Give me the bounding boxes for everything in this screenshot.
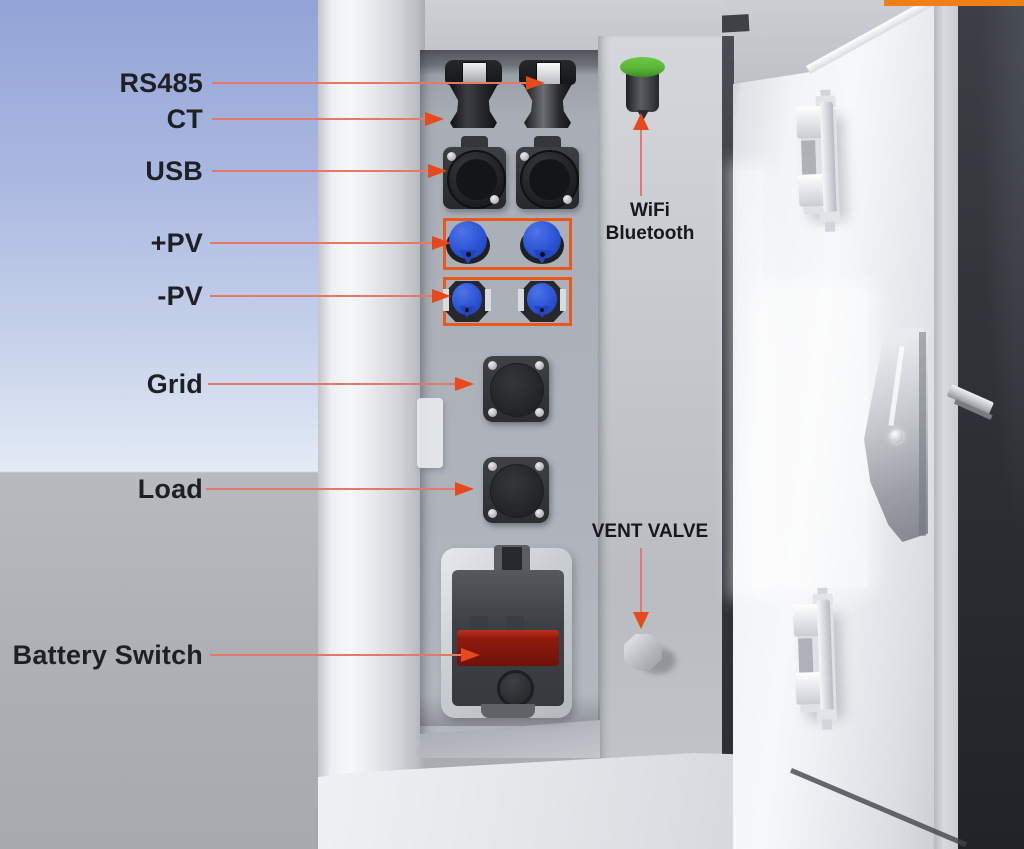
antenna-body	[626, 70, 659, 112]
latch-edge	[919, 332, 926, 536]
grid-port-cover	[490, 363, 544, 417]
usb-screw	[520, 152, 529, 161]
port-screw	[535, 361, 544, 370]
wifi-bluetooth-label: WiFi Bluetooth	[588, 199, 712, 245]
callout-label-rs485: RS485	[119, 68, 203, 98]
antenna-green-cap	[620, 57, 665, 77]
port-screw	[488, 509, 497, 518]
callout-line-pv-minus	[210, 295, 432, 297]
usb-port-1	[443, 136, 506, 210]
wifi-arrowhead	[633, 113, 649, 130]
orange-strip	[884, 0, 1024, 6]
pv-positive-connector-2	[520, 220, 564, 266]
door-gap	[722, 36, 734, 790]
pv-cap-tail	[533, 250, 551, 264]
latch-screw	[890, 430, 903, 443]
callout-line-battery-switch	[210, 654, 461, 656]
hinge-window	[801, 140, 817, 175]
pv-side-clip	[560, 289, 566, 311]
door-hinge-bottom	[791, 587, 844, 735]
hinge-pin-nub	[824, 221, 836, 232]
usb-port-2	[516, 136, 579, 210]
vent-arrow-line	[640, 548, 642, 612]
pv-positive-connector-1	[446, 220, 490, 266]
battery-switch	[441, 545, 572, 721]
port-screw	[535, 509, 544, 518]
wifi-label-line2: Bluetooth	[605, 223, 695, 244]
usb-screw	[563, 195, 572, 204]
callout-arrowhead-usb	[428, 164, 447, 178]
pv-negative-connector-2	[518, 280, 566, 322]
callout-label-usb: USB	[145, 156, 203, 186]
callout-arrowhead-ct	[425, 112, 444, 126]
callout-line-pv-plus	[210, 242, 432, 244]
callout-label-load: Load	[137, 474, 203, 504]
switch-knob	[497, 670, 534, 707]
pv-cap-tail	[459, 306, 475, 318]
pv-cap-tail	[459, 250, 477, 264]
usb-screw	[447, 152, 456, 161]
rs485-connector	[445, 60, 502, 128]
callout-arrowhead-pv-plus	[432, 236, 451, 250]
vent-valve-label: VENT VALVE	[591, 521, 709, 542]
door-latch	[864, 328, 928, 542]
switch-tab	[506, 616, 524, 634]
vent-arrowhead	[633, 612, 649, 629]
callout-arrowhead-battery-switch	[461, 648, 480, 662]
gland-body	[523, 84, 572, 128]
wifi-label-line1: WiFi	[630, 200, 670, 221]
switch-top-clip-inner	[502, 547, 522, 571]
switch-bottom-tab	[481, 704, 535, 718]
pv-side-clip	[485, 289, 491, 311]
callout-line-grid	[208, 383, 455, 385]
load-port	[483, 457, 549, 523]
callout-line-ct	[212, 118, 425, 120]
cable-flap	[417, 398, 443, 468]
load-port-cover	[490, 464, 544, 518]
callout-label-ct: CT	[166, 104, 203, 134]
pv-cap-dot	[540, 252, 545, 257]
gland-body	[449, 84, 498, 128]
callout-arrowhead-pv-minus	[432, 289, 451, 303]
pv-cap-dot	[466, 252, 471, 257]
door-hinge-top	[794, 89, 847, 237]
door-inner-panel	[762, 288, 868, 588]
callout-arrowhead-rs485	[526, 76, 545, 90]
hinge-window	[798, 638, 814, 673]
switch-tab	[470, 616, 488, 634]
callout-line-usb	[212, 170, 428, 172]
grid-port	[483, 356, 549, 422]
callout-label-pv-plus: +PV	[150, 228, 203, 258]
callout-label-pv-minus: -PV	[157, 281, 203, 311]
pv-side-clip	[518, 289, 524, 311]
pv-cap-dot	[540, 308, 544, 312]
pv-cap-dot	[465, 308, 469, 312]
wifi-arrow-line	[640, 130, 642, 196]
callout-label-battery-switch: Battery Switch	[12, 640, 203, 670]
vent-valve	[624, 634, 662, 670]
wifi-antenna	[620, 57, 665, 121]
ct-connector	[519, 60, 576, 128]
callout-line-load	[206, 488, 455, 490]
port-screw	[488, 361, 497, 370]
hinge-pin-nub	[821, 719, 833, 730]
port-screw	[535, 408, 544, 417]
callout-label-grid: Grid	[146, 369, 203, 399]
pv-cap-tail	[534, 306, 550, 318]
callout-line-rs485	[212, 82, 526, 84]
usb-cover-inner	[456, 159, 497, 200]
dark-wall	[955, 0, 1024, 849]
door-edge-strip	[934, 0, 958, 849]
usb-screw	[490, 195, 499, 204]
left-pillar	[318, 0, 425, 849]
port-screw	[488, 462, 497, 471]
door-highlight-strip	[737, 170, 763, 590]
port-screw	[488, 408, 497, 417]
usb-cover-inner	[529, 159, 570, 200]
port-screw	[535, 462, 544, 471]
callout-arrowhead-grid	[455, 377, 474, 391]
callout-arrowhead-load	[455, 482, 474, 496]
